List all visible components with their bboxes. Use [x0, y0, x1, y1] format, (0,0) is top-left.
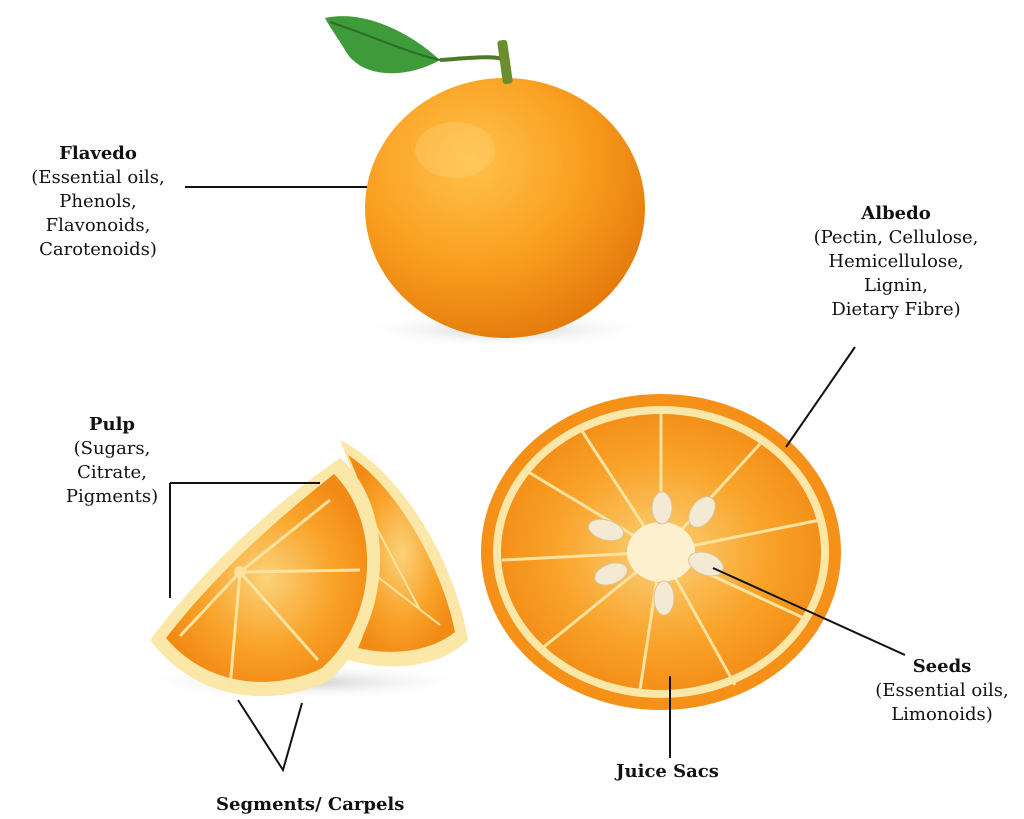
segments-label: Segments/ Carpels: [216, 793, 404, 817]
seeds-description: (Essential oils, Limonoids): [862, 679, 1022, 727]
seeds-label: Seeds (Essential oils, Limonoids): [862, 655, 1022, 727]
flavedo-label: Flavedo (Essential oils, Phenols, Flavon…: [8, 142, 188, 262]
segments-leader: [238, 700, 302, 770]
seeds-title: Seeds: [862, 655, 1022, 679]
stem-icon: [440, 57, 505, 60]
juice-sacs-label: Juice Sacs: [616, 760, 719, 784]
albedo-leader: [786, 347, 855, 447]
orange-cross-section: [481, 394, 841, 710]
orange-wedges: [135, 440, 475, 700]
pulp-title: Pulp: [42, 413, 182, 437]
pulp-label: Pulp (Sugars, Citrate, Pigments): [42, 413, 182, 509]
orange-peel: [365, 78, 645, 338]
flavedo-title: Flavedo: [8, 142, 188, 166]
albedo-description: (Pectin, Cellulose, Hemicellulose, Ligni…: [785, 226, 1007, 322]
wedge-flesh: [166, 474, 367, 682]
whole-orange: [325, 16, 655, 348]
albedo-label: Albedo (Pectin, Cellulose, Hemicellulose…: [785, 202, 1007, 322]
pulp-description: (Sugars, Citrate, Pigments): [42, 437, 182, 509]
albedo-title: Albedo: [785, 202, 1007, 226]
flavedo-description: (Essential oils, Phenols, Flavonoids, Ca…: [8, 166, 188, 262]
leaf-icon: [325, 16, 440, 73]
